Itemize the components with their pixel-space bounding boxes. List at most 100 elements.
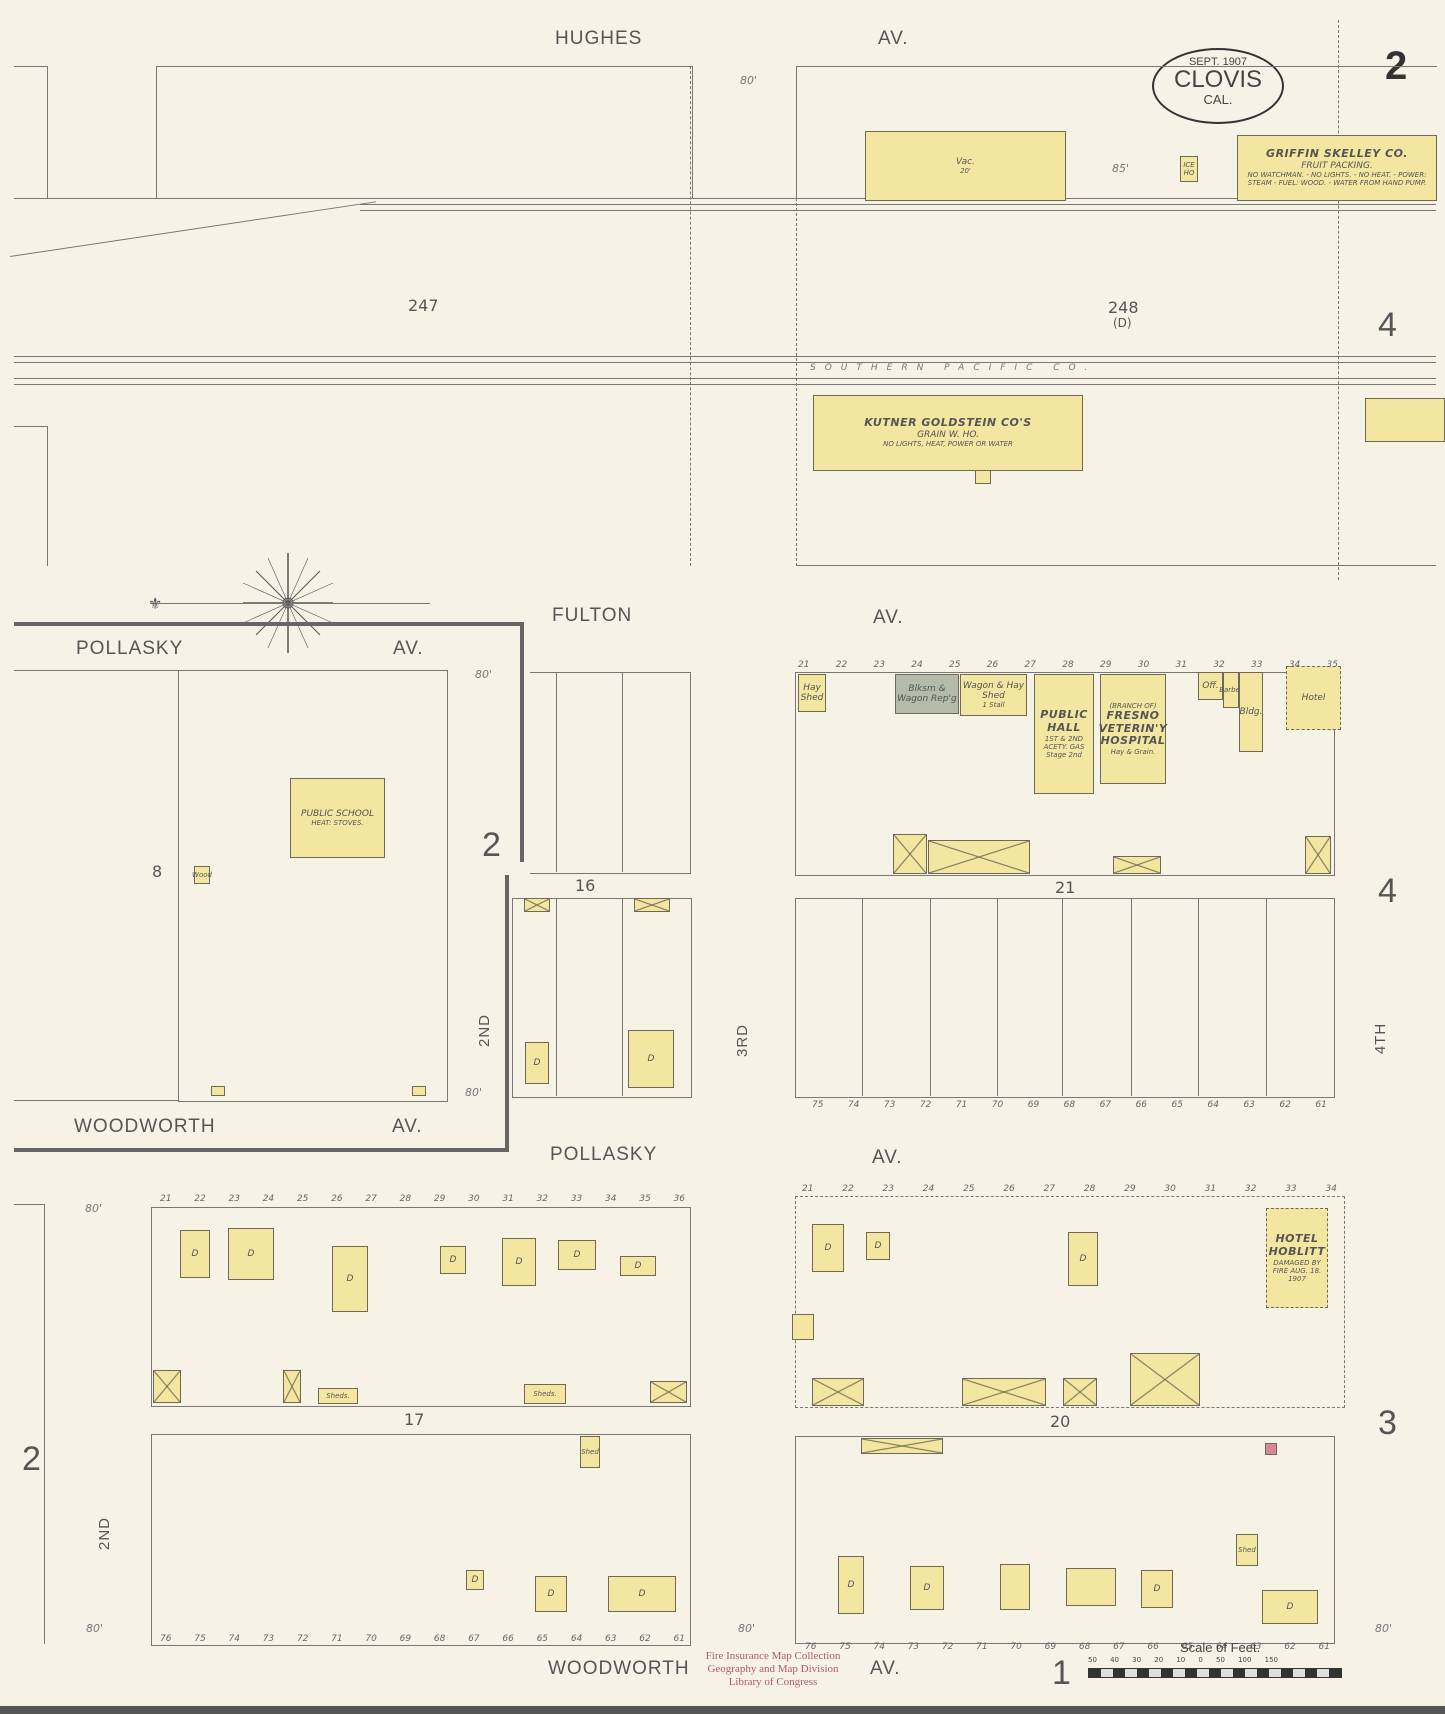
block-21-south xyxy=(795,898,1335,1098)
building-hay-shed: Hay Shed xyxy=(798,674,826,712)
block-21-north xyxy=(795,672,1335,876)
street-second-lower: 2ND xyxy=(96,1516,114,1551)
block-20-south xyxy=(795,1436,1335,1644)
building-barber: Barber xyxy=(1219,672,1243,708)
block-247-top xyxy=(156,66,693,199)
building-public-hall: PUBLIC HALL 1ST & 2ND ACETY. GAS Stage 2… xyxy=(1034,674,1094,794)
block-number-248: 248 xyxy=(1108,298,1139,317)
building-shed-17a xyxy=(153,1370,181,1403)
building-shed-21d xyxy=(1305,836,1331,874)
building-shed-20d xyxy=(1130,1353,1200,1406)
building-not-in-use xyxy=(1265,1443,1277,1455)
building-dwelling-20a: D xyxy=(812,1224,844,1272)
building-shed-20e xyxy=(861,1438,943,1454)
block21s-div2 xyxy=(930,898,931,1096)
block17-left-edge xyxy=(14,1204,44,1205)
dim-woodworth: 80' xyxy=(465,1086,483,1099)
building-dwelling-16b: D xyxy=(628,1030,674,1088)
railroad-spur-curve xyxy=(9,201,377,257)
building-shed-17e xyxy=(650,1381,687,1403)
block-number-247: 247 xyxy=(408,296,439,315)
building-dwelling-20e: D xyxy=(910,1566,944,1610)
building-shed-20b xyxy=(962,1378,1046,1406)
scale-title: Scale of Feet. xyxy=(1180,1640,1261,1655)
building-vacant: Vac. 20' xyxy=(865,131,1066,201)
lot-divider-dashed xyxy=(690,66,691,566)
dim-lower-left: 80' xyxy=(85,1202,103,1215)
street-woodworth-bottom-suffix: AV. xyxy=(870,1658,901,1679)
block16-div1 xyxy=(556,672,557,872)
map-city: CLOVIS xyxy=(1173,66,1263,93)
street-pollasky-lower-suffix: AV. xyxy=(872,1147,903,1168)
building-hotel: Hotel xyxy=(1286,666,1341,730)
building-bldg: Bldg. xyxy=(1239,672,1263,752)
building-small-2 xyxy=(412,1086,426,1096)
block247-lower-edge xyxy=(47,426,48,566)
railroad-spur-3 xyxy=(360,210,1436,211)
building-dwelling-17h: D xyxy=(466,1570,484,1590)
block247-outline-left xyxy=(14,66,47,67)
building-dwelling-17c: D xyxy=(332,1246,368,1312)
building-dwelling-20h: D xyxy=(1141,1570,1173,1608)
street-fulton-suffix: AV. xyxy=(873,607,904,628)
building-griffin-skelley: GRIFFIN SKELLEY CO. FRUIT PACKING. NO WA… xyxy=(1237,135,1437,201)
block248-bottom xyxy=(796,565,1436,566)
building-dwelling-20d: D xyxy=(838,1556,864,1614)
building-dwelling-20b: D xyxy=(866,1232,890,1260)
building-office: Off. xyxy=(1198,672,1223,700)
block-16-south xyxy=(512,898,692,1098)
block8-heavy-border-bottom xyxy=(14,1148,509,1152)
block-number-20: 20 xyxy=(1050,1412,1071,1431)
railroad-main-4 xyxy=(14,384,1436,385)
street-pollasky-upper: POLLASKY xyxy=(76,638,184,659)
building-shed-16a xyxy=(524,898,550,912)
railroad-main-2 xyxy=(14,362,1436,363)
building-fresno-veterinary-hospital: (BRANCH OF) FRESNO VETERIN'Y HOSPITAL Ha… xyxy=(1099,674,1167,784)
building-dwelling-16a: D xyxy=(525,1042,549,1084)
building-public-school: PUBLIC SCHOOL HEAT: STOVES. xyxy=(290,778,385,858)
adjacent-sheet-center-left: 2 xyxy=(482,826,501,864)
building-shed-21b xyxy=(928,840,1030,874)
street-pollasky-upper-suffix: AV. xyxy=(393,638,424,659)
dim-pollasky: 80' xyxy=(475,668,493,681)
adjacent-sheet-bottom: 1 xyxy=(1052,1654,1071,1692)
block21s-div3 xyxy=(997,898,998,1096)
block21s-div6 xyxy=(1198,898,1199,1096)
block247-edge xyxy=(47,66,48,198)
map-date: SEPT. 1907 xyxy=(1188,56,1248,68)
building-edge-right xyxy=(1365,398,1445,442)
block8-heavy-border-right-lower xyxy=(505,875,509,1151)
building-small-1 xyxy=(211,1086,225,1096)
block16s-div1 xyxy=(556,898,557,1096)
adjacent-sheet-right-middle: 4 xyxy=(1378,872,1397,910)
block-number-17: 17 xyxy=(404,1410,425,1429)
building-dwelling-17f: D xyxy=(558,1240,596,1270)
block17-left-edge-v xyxy=(44,1204,45,1644)
building-shed-20f: Shed xyxy=(1236,1534,1258,1566)
dim-bottom-left: 80' xyxy=(86,1622,104,1635)
street-woodworth-bottom: WOODWORTH xyxy=(548,1658,690,1679)
building-dwelling-17b: D xyxy=(228,1228,274,1280)
block16-div2 xyxy=(622,672,623,872)
loc-stamp: Fire Insurance Map Collection Geography … xyxy=(705,1650,841,1689)
railroad-spur-2 xyxy=(360,204,1436,205)
title-cartouche: SEPT. 1907 CLOVIS CAL. xyxy=(1152,48,1284,124)
block-17-north xyxy=(151,1207,691,1407)
street-hughes: HUGHES xyxy=(555,28,643,49)
building-dwelling-17i: D xyxy=(535,1576,567,1612)
building-dwelling-17e: D xyxy=(502,1238,536,1286)
building-dwelling-17d: D xyxy=(440,1246,466,1274)
building-hotel-hoblitt: HOTEL HOBLITT DAMAGED BY FIRE AUG. 18. 1… xyxy=(1266,1208,1328,1308)
block-248-sub: (D) xyxy=(1113,316,1132,330)
street-fulton: FULTON xyxy=(552,605,633,626)
building-small-20 xyxy=(792,1314,814,1340)
block21s-div1 xyxy=(862,898,863,1096)
block8-bottom-left-line xyxy=(14,1100,178,1101)
compass-needle xyxy=(150,603,430,604)
scale-bar xyxy=(1088,1668,1342,1678)
building-dwelling-20i: D xyxy=(1262,1590,1318,1624)
